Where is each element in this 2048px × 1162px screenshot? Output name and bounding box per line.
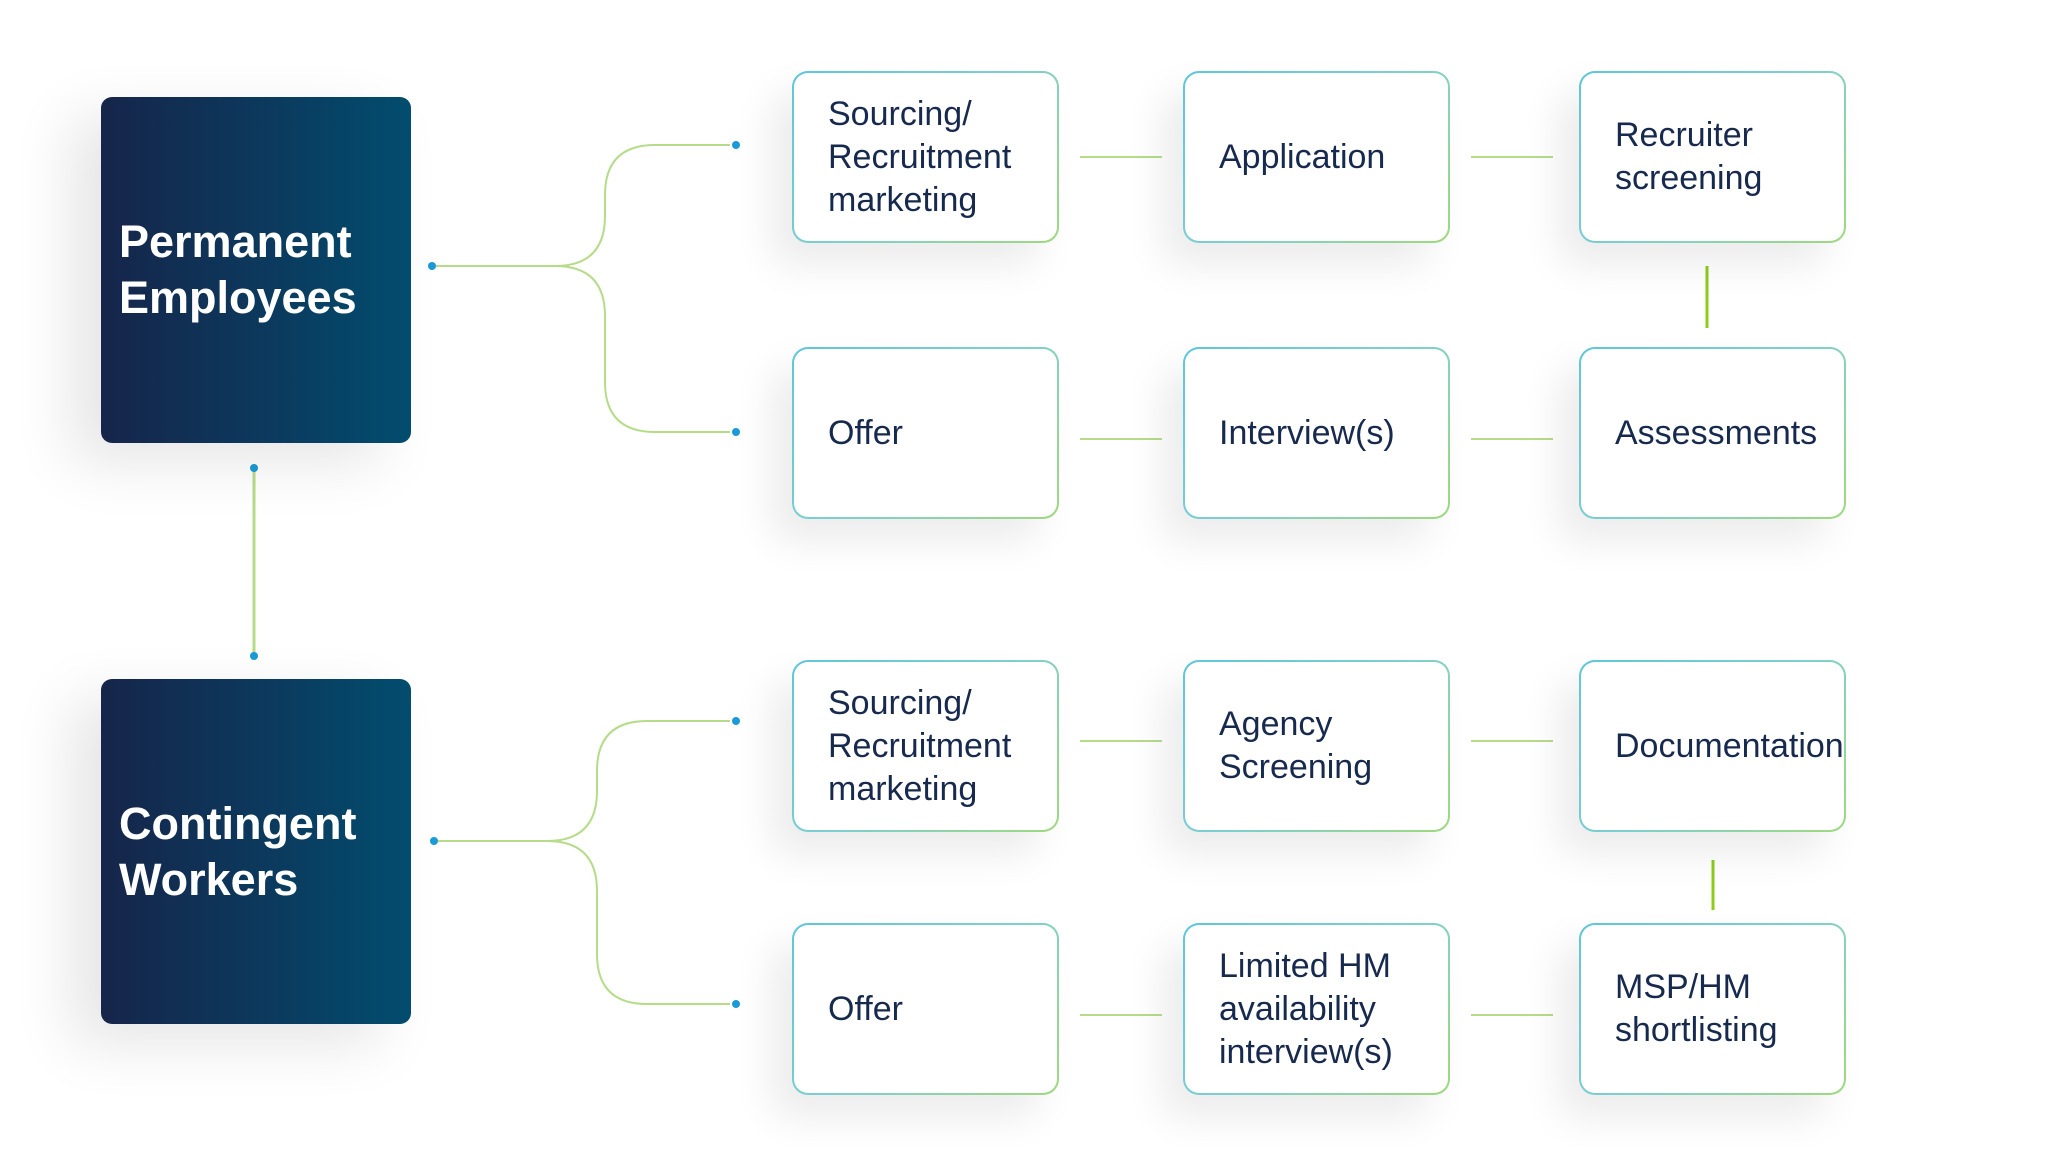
contingent-upper-branch-dot (732, 717, 740, 725)
step-permanent-application: Application (1183, 71, 1450, 243)
category-permanent-employees: Permanent Employees (101, 97, 411, 443)
step-label: Offer (828, 413, 903, 452)
step-label: Recruiter screening (1615, 116, 1763, 197)
step-label: MSP/HM shortlisting (1615, 968, 1778, 1049)
step-permanent-interviews: Interview(s) (1183, 347, 1450, 519)
category-label: Permanent Employees (119, 216, 357, 323)
step-contingent-limited-hm-interviews: Limited HM availability interview(s) (1183, 923, 1450, 1095)
step-permanent-assessments: Assessments (1579, 347, 1846, 519)
step-label: Application (1219, 137, 1386, 176)
step-permanent-sourcing: Sourcing/ Recruitment marketing (792, 71, 1059, 243)
category-contingent-workers: Contingent Workers (101, 679, 411, 1024)
step-contingent-documentation: Documentation (1579, 660, 1846, 832)
step-label: Sourcing/ Recruitment marketing (828, 94, 1012, 219)
step-label: Sourcing/ Recruitment marketing (828, 683, 1012, 808)
category-link-top-dot (250, 464, 258, 472)
permanent-stem-dot (428, 262, 436, 270)
permanent-upper-branch-dot (732, 141, 740, 149)
step-label: Agency Screening (1219, 705, 1373, 786)
permanent-lower-branch-connector (554, 265, 730, 433)
contingent-stem-dot (430, 837, 438, 845)
contingent-lower-branch-connector (546, 840, 730, 1005)
step-contingent-msp-hm-shortlisting: MSP/HM shortlisting (1579, 923, 1846, 1095)
step-contingent-sourcing: Sourcing/ Recruitment marketing (792, 660, 1059, 832)
step-label: Assessments (1615, 413, 1818, 452)
step-contingent-agency-screening: Agency Screening (1183, 660, 1450, 832)
contingent-upper-branch-connector (546, 720, 730, 842)
step-label: Documentation (1615, 726, 1844, 765)
step-label: Offer (828, 989, 903, 1028)
step-permanent-recruiter-screening: Recruiter screening (1579, 71, 1846, 243)
step-permanent-offer: Offer (792, 347, 1059, 519)
permanent-lower-branch-dot (732, 428, 740, 436)
step-label: Limited HM availability interview(s) (1219, 946, 1393, 1071)
category-label: Contingent Workers (119, 797, 357, 905)
step-label: Interview(s) (1219, 413, 1395, 452)
step-contingent-offer: Offer (792, 923, 1059, 1095)
contingent-lower-branch-dot (732, 1000, 740, 1008)
permanent-upper-branch-connector (554, 144, 730, 267)
category-link-bottom-dot (250, 652, 258, 660)
